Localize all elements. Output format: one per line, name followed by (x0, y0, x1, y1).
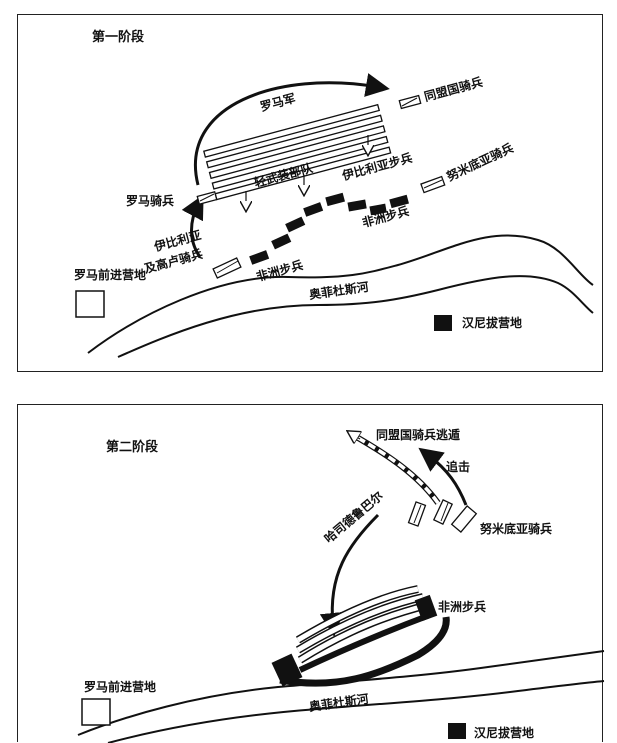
roman-camp-label: 罗马前进营地 (74, 268, 147, 282)
phase-1-panel: 第一阶段 罗马军 同盟国骑兵 轻武装部队 伊比利亚步兵 努米底亚骑兵 罗马骑兵 … (17, 14, 603, 372)
phase-2-panel: 第二阶段 同盟国骑兵逃遁 追击 哈司德鲁巴尔 努米底亚骑兵 非洲步兵 罗马前进营… (17, 404, 605, 743)
roman-cavalry-lower-arrow (181, 194, 204, 258)
iberian-gallic-cavalry-unit (212, 257, 242, 279)
numidian-cavalry-label: 努米底亚骑兵 (480, 522, 553, 536)
roman-camp-marker (81, 698, 111, 726)
right-block (414, 594, 438, 622)
phase-2-title: 第二阶段 (106, 440, 159, 455)
left-block (271, 653, 303, 687)
encircled-roman-army (295, 585, 432, 673)
hannibal-camp-marker (448, 723, 466, 739)
carthaginian-bottom (279, 616, 450, 687)
river-bank-lower (107, 680, 605, 743)
roman-army-lines (203, 103, 392, 201)
roman-camp-marker (75, 290, 105, 318)
pursuit-label: 追击 (446, 460, 471, 474)
hasdrubal-arrow (319, 513, 380, 637)
river-bank-upper (77, 650, 605, 736)
hannibal-camp-label: 汉尼拔营地 (462, 316, 523, 330)
hannibal-camp-marker (434, 315, 452, 331)
river-bank-upper (87, 234, 594, 354)
allied-flee-arrow (351, 432, 441, 505)
roman-cavalry-label: 罗马骑兵 (126, 194, 175, 208)
pursuit-arrow (418, 447, 468, 506)
river-bank-lower (117, 275, 594, 358)
african-infantry-label: 非洲步兵 (438, 600, 487, 614)
pursuing-unit (432, 499, 454, 525)
allied-flee-label: 同盟国骑兵逃遁 (376, 428, 461, 442)
phase-1-map (75, 73, 594, 358)
carthaginian-line (249, 192, 409, 265)
numidian-cavalry-unit (450, 505, 478, 533)
hannibal-camp-label: 汉尼拔营地 (474, 726, 535, 740)
phase-1-title: 第一阶段 (92, 30, 145, 45)
phase-2-map (77, 405, 605, 743)
roman-cavalry-sweep-arrow (194, 73, 390, 186)
roman-camp-label: 罗马前进营地 (84, 680, 157, 694)
